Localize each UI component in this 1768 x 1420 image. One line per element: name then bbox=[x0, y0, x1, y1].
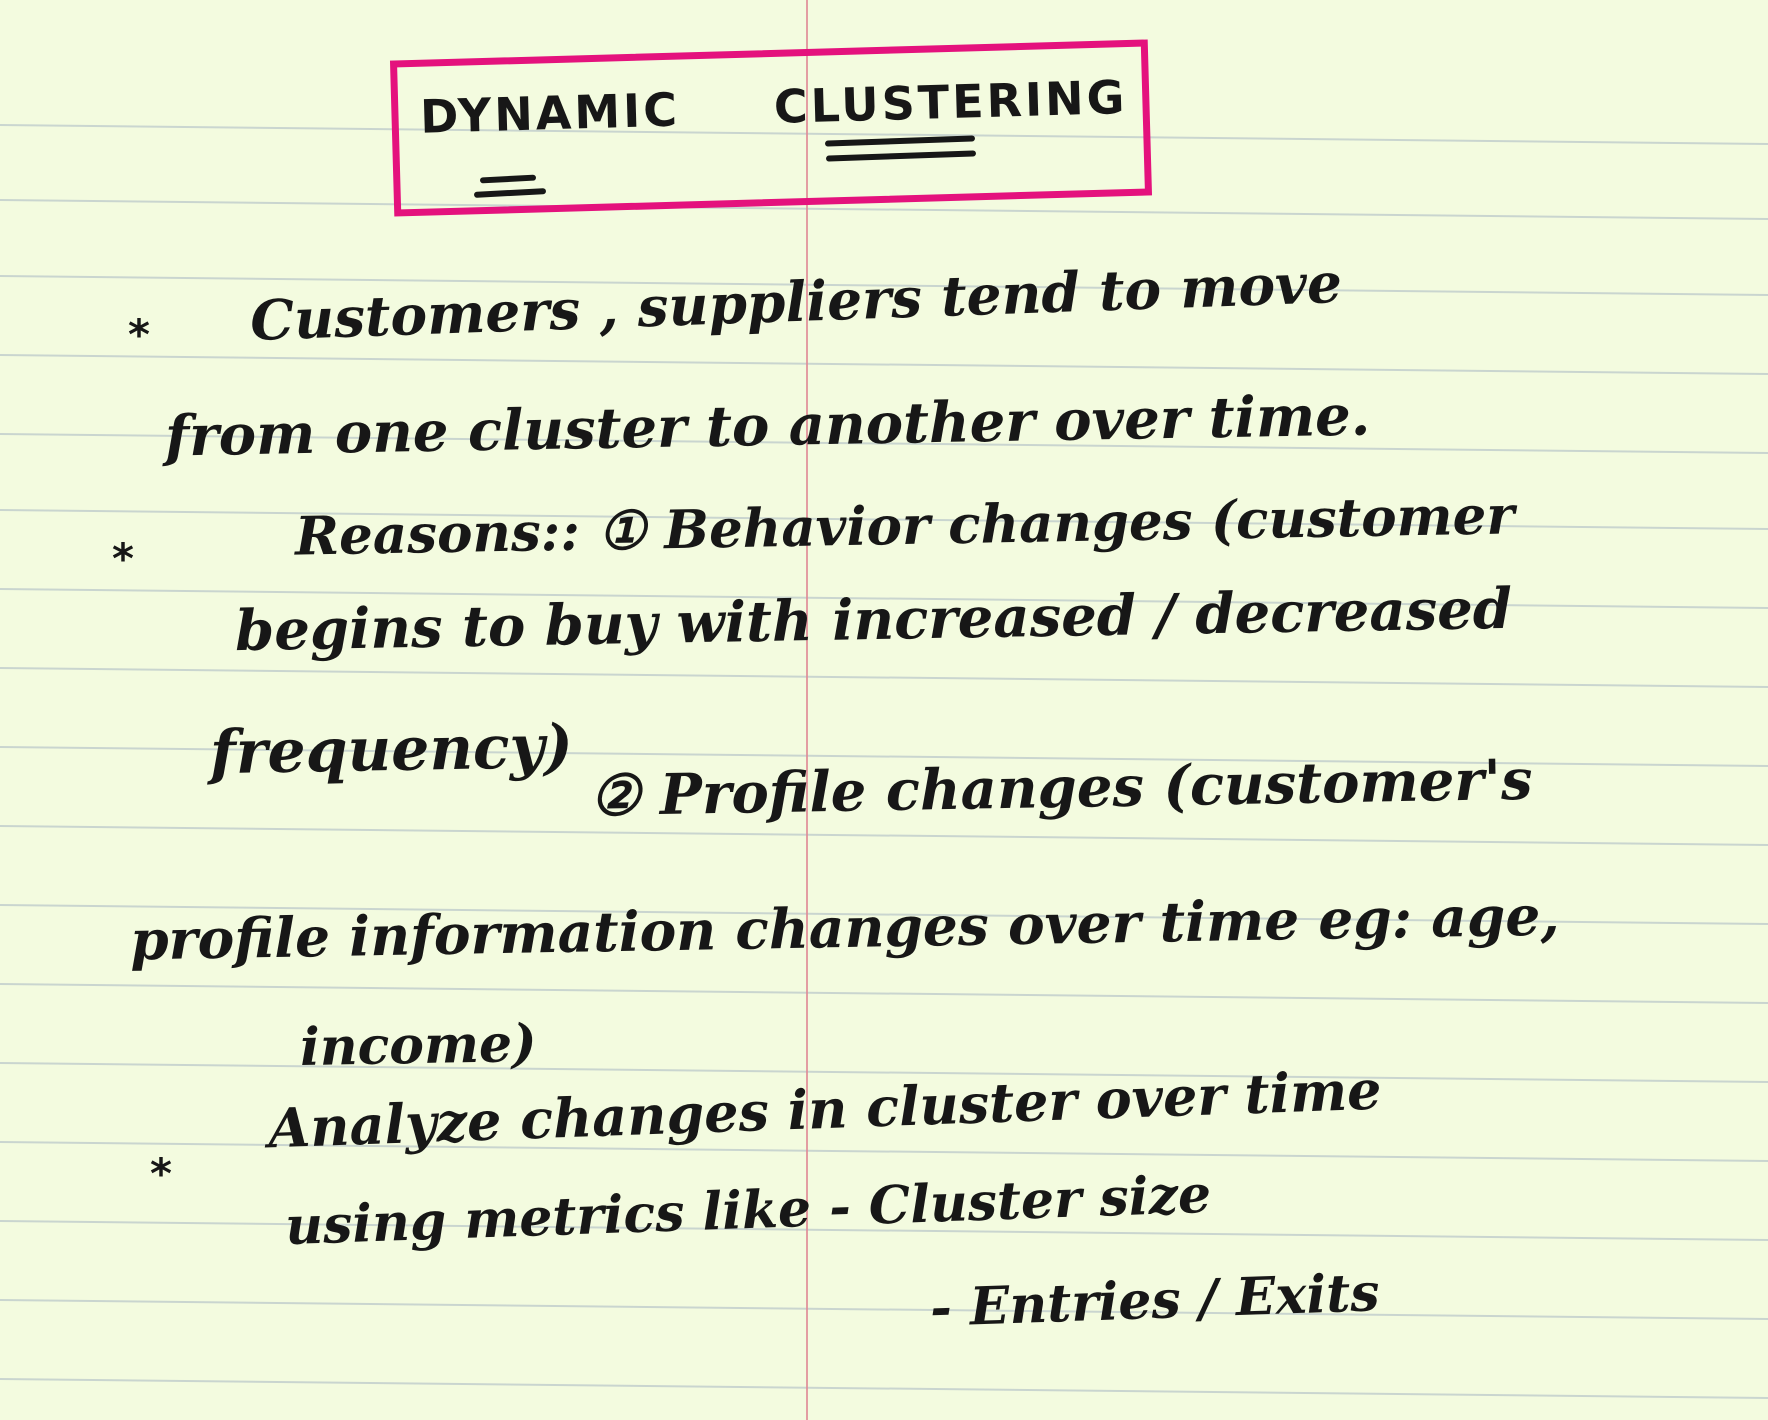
title-clustering: CLUSTERING bbox=[773, 70, 1129, 134]
margin-line bbox=[806, 0, 808, 1420]
bullet-marker-2: * bbox=[112, 534, 134, 583]
title-dynamic: DYNAMIC bbox=[419, 82, 681, 144]
bullet-marker-3: * bbox=[150, 1149, 172, 1198]
note-line-5: frequency) bbox=[209, 711, 574, 789]
bullet-marker-1: * bbox=[128, 310, 150, 359]
title-spacer bbox=[680, 123, 774, 126]
note-line-6: ② Profile changes (customer's bbox=[589, 746, 1534, 830]
note-line-11: - Entries / Exits bbox=[929, 1262, 1381, 1339]
note-line-8: income) bbox=[299, 1012, 538, 1079]
